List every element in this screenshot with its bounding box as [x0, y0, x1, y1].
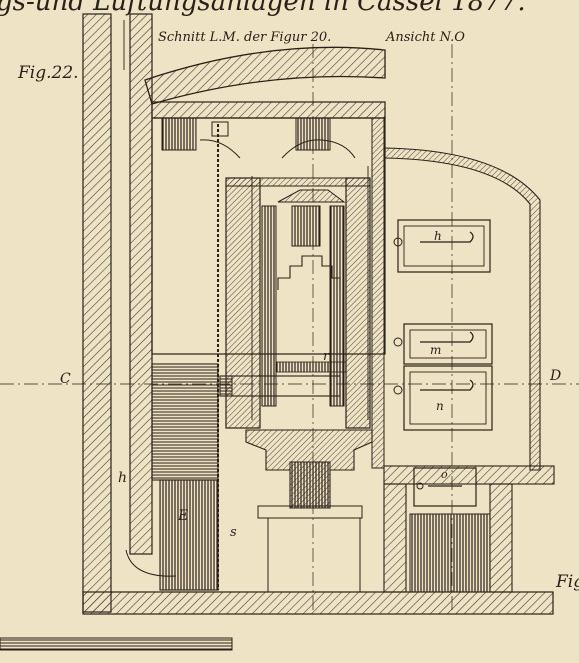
view-label: Ansicht N.O: [385, 30, 465, 45]
duct-flange: [219, 375, 233, 397]
central-right-wall: [371, 117, 385, 469]
section-label: Schnitt L.M. der Figur 20.: [158, 30, 331, 45]
right-pit-fill: [409, 513, 491, 593]
door-n: [393, 365, 493, 431]
heater-cap: [291, 205, 321, 247]
furnace-wall-right: [345, 177, 371, 429]
figure-edge-label: Fig: [555, 572, 579, 592]
marker-h-flue: h: [118, 470, 127, 486]
left-outer-wall: [82, 13, 112, 613]
base-wall: [82, 591, 554, 615]
marker-axis-right: D: [549, 368, 561, 384]
ceiling-slab: [151, 101, 386, 119]
stepped-firebox: [277, 255, 341, 290]
heater-inner-left: [261, 205, 277, 407]
pedestal-core: [289, 461, 331, 509]
header-title-fragment: gs-und Lüftungsanlagen in Cassel 1877.: [0, 0, 526, 17]
ash-box-lower: [159, 479, 219, 591]
marker-s: s: [230, 525, 237, 540]
arched-ceiling: [144, 46, 386, 105]
marker-h-door: h: [434, 229, 442, 243]
grate: [275, 361, 347, 373]
heater-crown: [277, 189, 346, 203]
marker-axis-left: C: [60, 371, 71, 387]
vent-block-left: [161, 117, 197, 151]
door-h: [393, 219, 491, 273]
marker-o: o: [441, 468, 448, 481]
bottom-plan-strip: [0, 637, 233, 651]
ash-box-upper: [151, 363, 219, 481]
right-lower-wall: [383, 465, 555, 485]
heater-inner-right: [329, 205, 345, 407]
marker-r: r: [323, 349, 330, 364]
right-pit-wall: [383, 483, 407, 593]
furnace-top: [225, 177, 371, 187]
door-o: [413, 467, 477, 507]
foundation-pit: [267, 517, 361, 593]
right-pit-wall-2: [489, 483, 513, 593]
door-m: [393, 323, 493, 365]
figure-label: Fig.22.: [17, 63, 79, 83]
marker-m: m: [430, 343, 441, 357]
marker-E: E: [177, 508, 188, 524]
marker-n: n: [436, 399, 444, 413]
airflow-arrow-left: [199, 139, 241, 159]
right-arch-wall: [383, 147, 541, 471]
flue-exit-arrow: [125, 549, 177, 577]
pulley: [211, 121, 229, 137]
airflow-arrow-right: [281, 139, 356, 159]
